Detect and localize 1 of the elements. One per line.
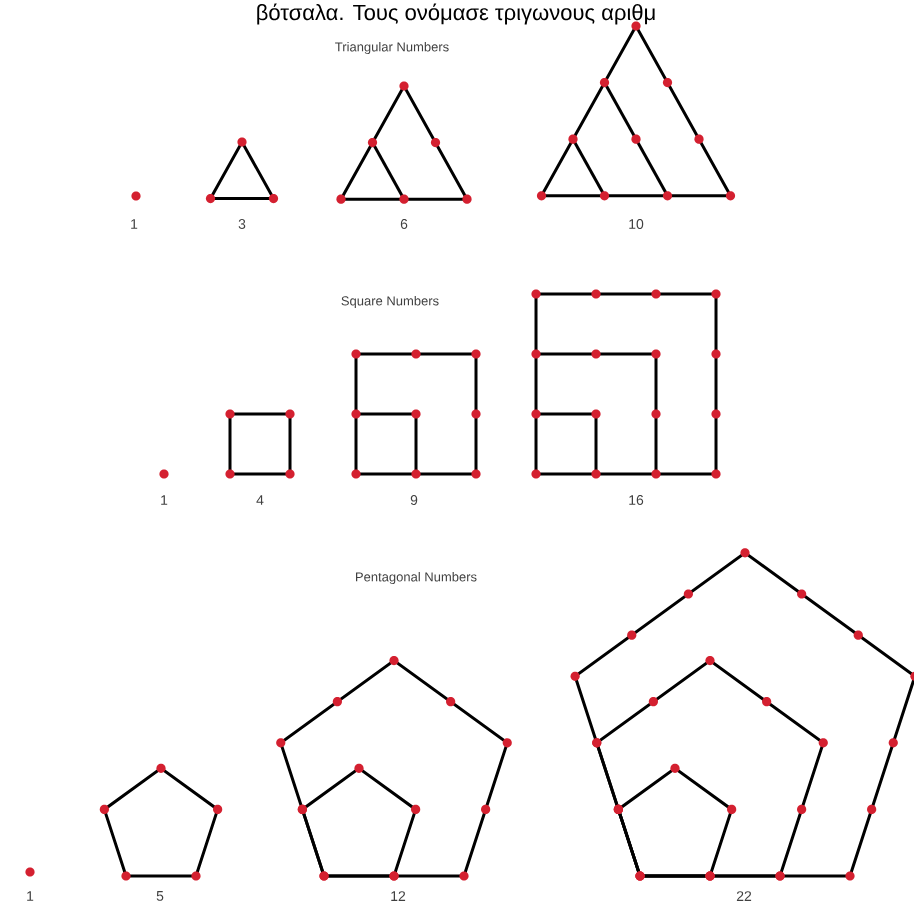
text-line: βότσαλα. Τους ονόμασε τριγωνους αριθμ [257,3,655,25]
